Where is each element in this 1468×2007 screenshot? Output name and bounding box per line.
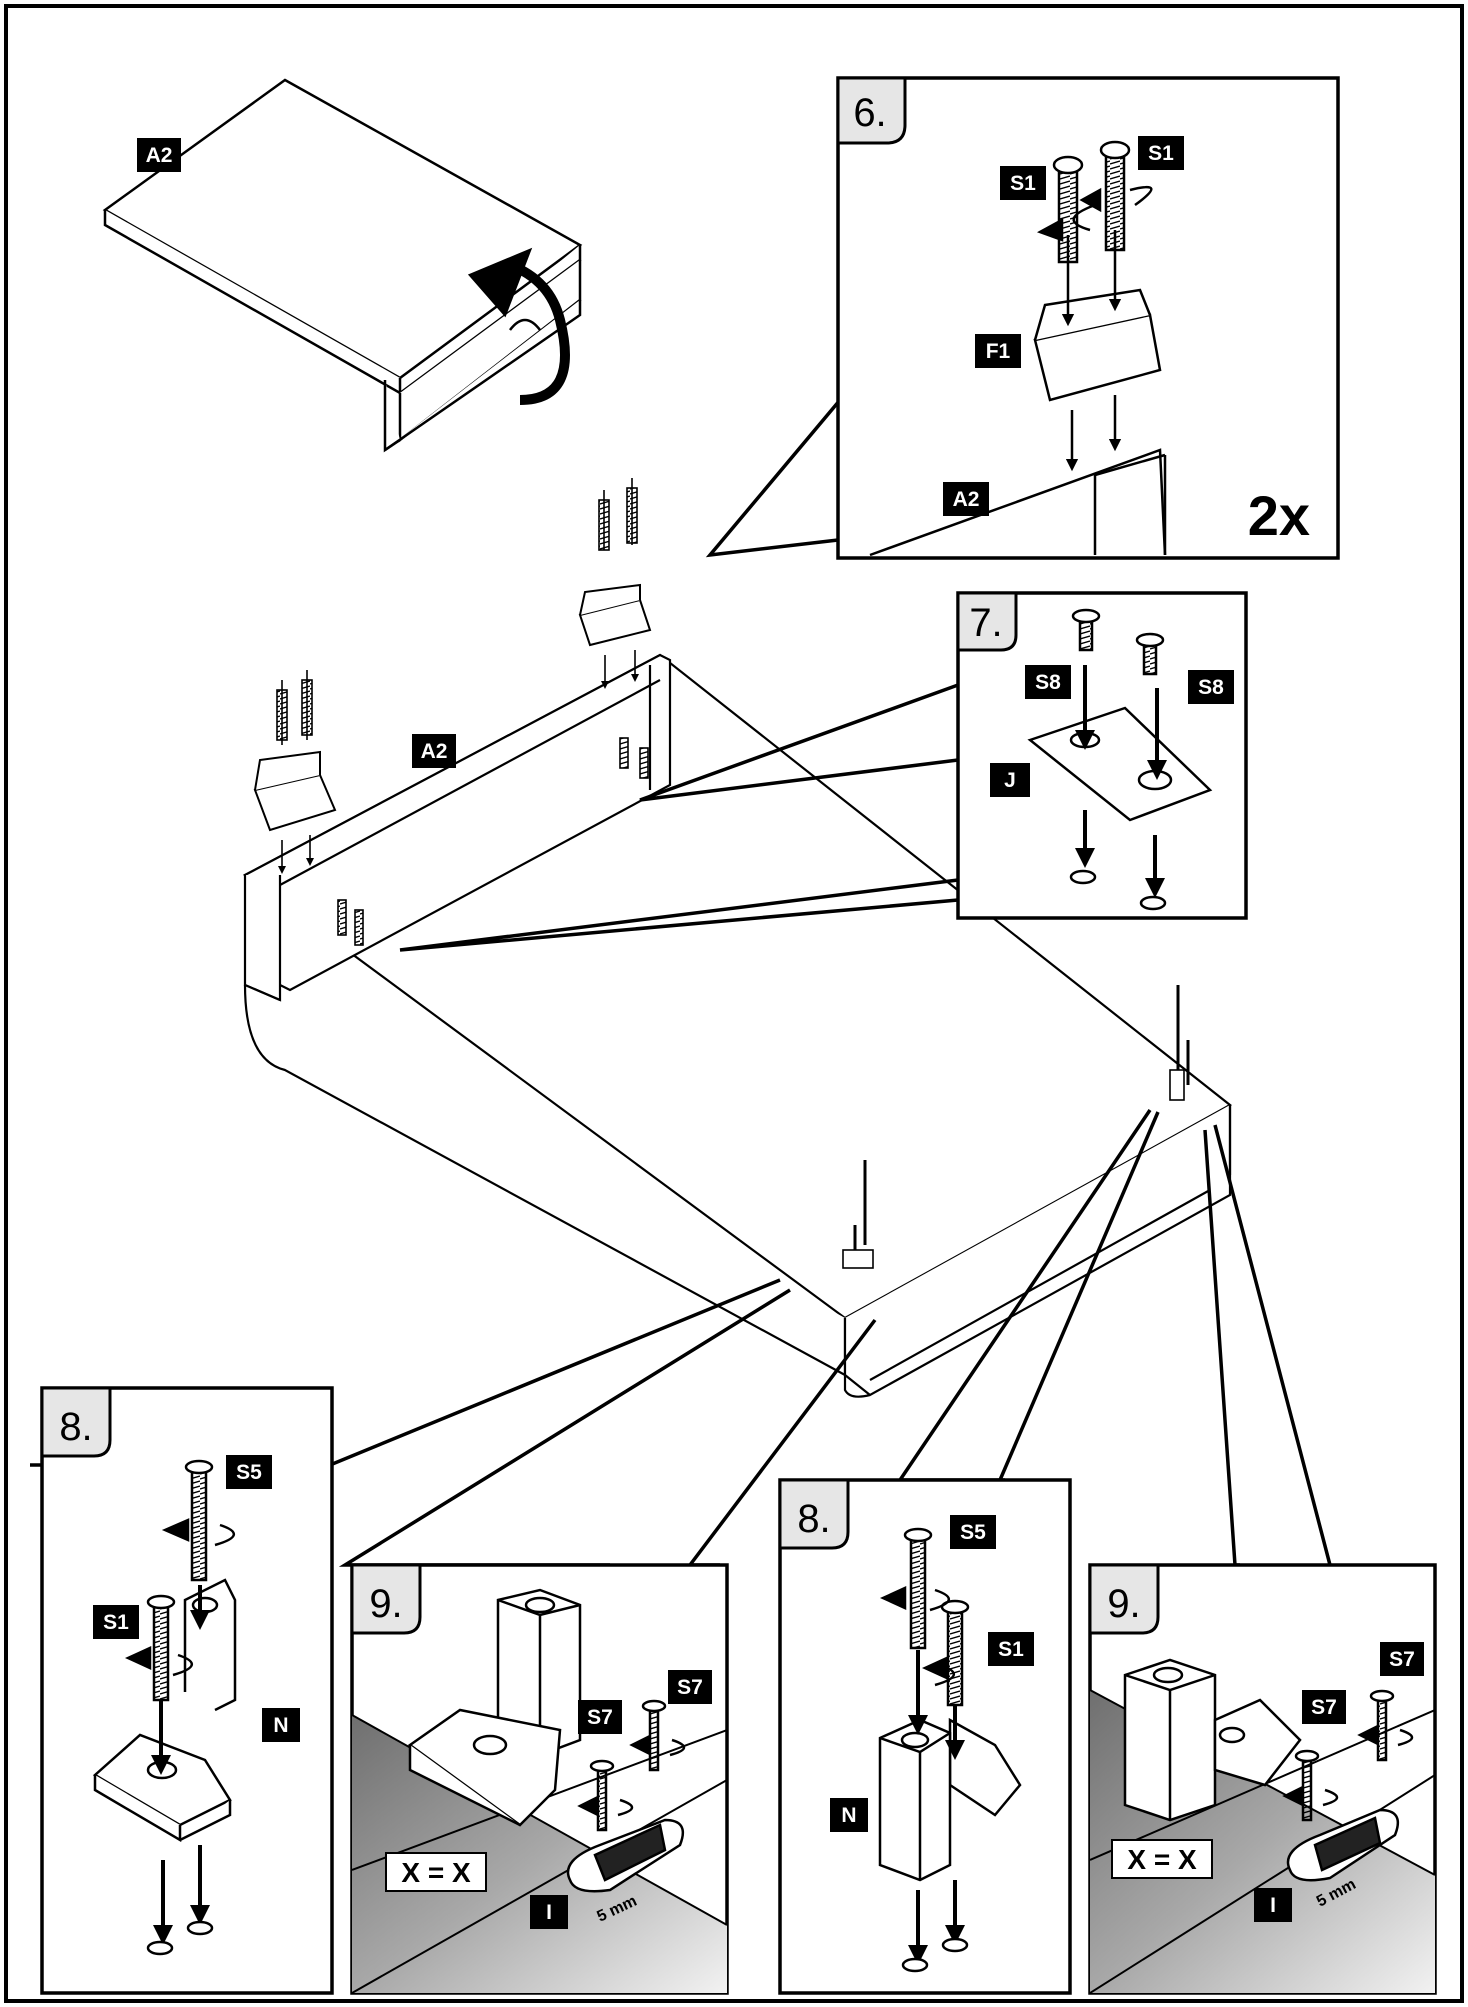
page-frame xyxy=(4,4,1464,2003)
svg-text:A2: A2 xyxy=(146,144,173,167)
svg-text:J: J xyxy=(1004,769,1016,792)
step6-number: 6. xyxy=(853,91,886,135)
main-screws xyxy=(276,478,1190,1269)
step8b-label-s1: S1 xyxy=(988,1632,1034,1666)
step9a-equation: X = X xyxy=(385,1852,487,1892)
svg-text:A2: A2 xyxy=(953,488,980,511)
step6-label-s1-right: S1 xyxy=(1138,136,1184,170)
step8a-label-n: N xyxy=(262,1708,300,1742)
step7-label-s8-left: S8 xyxy=(1025,665,1071,699)
svg-text:N: N xyxy=(841,1804,856,1827)
step6-multiplier: 2x xyxy=(1248,484,1310,547)
step7-panel: 7. S8 S8 J xyxy=(956,591,1248,920)
svg-text:S5: S5 xyxy=(236,1461,262,1484)
svg-text:S1: S1 xyxy=(1148,142,1174,165)
step7-number: 7. xyxy=(969,601,1002,645)
svg-text:S1: S1 xyxy=(998,1638,1024,1661)
step8a-number: 8. xyxy=(59,1405,92,1449)
step8b-label-s5: S5 xyxy=(950,1515,996,1549)
step6-label-a2: A2 xyxy=(943,482,989,516)
svg-text:X = X: X = X xyxy=(1127,1844,1197,1875)
svg-text:S7: S7 xyxy=(1311,1696,1337,1719)
step8b-panel: 8. S5 S1 xyxy=(778,1478,1072,1995)
step8b-number: 8. xyxy=(797,1497,830,1541)
step8a-panel: 8. S5 S1 xyxy=(40,1386,334,1995)
panel-rotation-view xyxy=(102,78,583,453)
step7-label-s8-right: S8 xyxy=(1188,670,1234,704)
svg-text:S5: S5 xyxy=(960,1521,986,1544)
svg-text:F1: F1 xyxy=(986,340,1011,363)
step8a-label-s5: S5 xyxy=(226,1455,272,1489)
svg-text:S7: S7 xyxy=(1389,1648,1415,1671)
step9b-panel: 9. 5 mm S7 S7 xyxy=(1088,1563,1437,1995)
step9a-label-i: I xyxy=(530,1895,568,1929)
step9a-label-s7-right: S7 xyxy=(668,1670,712,1704)
step6-label-f1: F1 xyxy=(975,334,1021,368)
svg-text:N: N xyxy=(273,1714,288,1737)
svg-text:S8: S8 xyxy=(1198,676,1224,699)
svg-text:S8: S8 xyxy=(1035,671,1061,694)
svg-text:A2: A2 xyxy=(421,740,448,763)
svg-text:I: I xyxy=(546,1901,552,1924)
step9a-panel: 9. 5 mm S7 S7 xyxy=(350,1563,729,1995)
step9b-label-i: I xyxy=(1254,1888,1292,1922)
step9b-equation: X = X xyxy=(1111,1839,1213,1879)
step9a-number: 9. xyxy=(369,1582,402,1626)
step8b-label-n: N xyxy=(830,1798,868,1832)
step9b-label-s7-left: S7 xyxy=(1302,1690,1346,1724)
main-assembly xyxy=(242,653,1232,1398)
svg-text:S7: S7 xyxy=(587,1706,613,1729)
step7-label-j: J xyxy=(990,763,1030,797)
label-a2-main: A2 xyxy=(412,734,456,768)
step9b-number: 9. xyxy=(1107,1582,1140,1626)
step6-panel: 6. S1 S1 xyxy=(836,76,1340,560)
svg-text:X = X: X = X xyxy=(401,1857,471,1888)
main-feet xyxy=(253,583,652,832)
step8a-label-s1: S1 xyxy=(93,1605,139,1639)
svg-text:I: I xyxy=(1270,1894,1276,1917)
label-a2-top: A2 xyxy=(137,138,181,172)
svg-text:S1: S1 xyxy=(103,1611,129,1634)
svg-text:S7: S7 xyxy=(677,1676,703,1699)
svg-text:S1: S1 xyxy=(1010,172,1036,195)
step9b-label-s7-right: S7 xyxy=(1380,1642,1424,1676)
step6-label-s1-left: S1 xyxy=(1000,166,1046,200)
step9a-label-s7-left: S7 xyxy=(578,1700,622,1734)
